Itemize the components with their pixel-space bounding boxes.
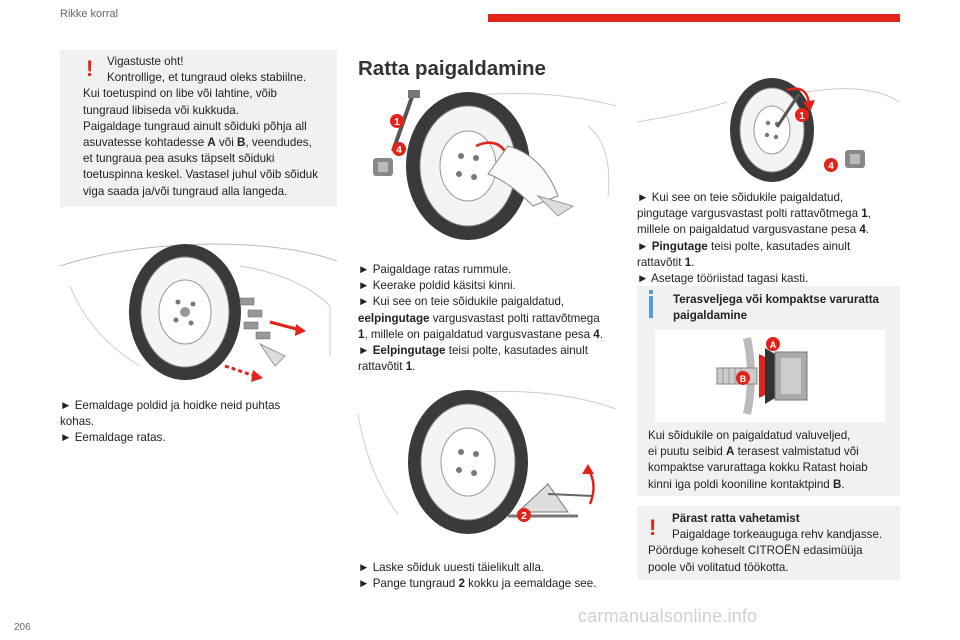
warning-line: tungraud libiseda või kukkuda. bbox=[83, 103, 239, 117]
step-text: ► Keerake poldid käsitsi kinni. bbox=[358, 279, 516, 293]
warning-line: Kui toetuspind on libe või lahtine, võib bbox=[83, 87, 278, 101]
page-number: 206 bbox=[14, 622, 31, 633]
callout-4-right: 4 bbox=[828, 161, 834, 172]
step-text: kohas. bbox=[60, 415, 95, 429]
section-title: Ratta paigaldamine bbox=[358, 57, 546, 80]
warning-line: et tungraua pea asuks täpselt sõiduki bbox=[83, 152, 275, 166]
step-text: ► Pange tungraud 2 kokku ja eemaldage se… bbox=[358, 577, 597, 591]
step-text: ► Laske sõiduk uuesti täielikult alla. bbox=[358, 561, 545, 574]
step-text: ► Eemaldage poldid ja hoidke neid puhtas bbox=[60, 399, 281, 412]
watermark: carmanualsonline.info bbox=[578, 606, 758, 626]
step-text: ► Asetage tööriistad tagasi kasti. bbox=[637, 272, 809, 286]
callout-A: A bbox=[770, 340, 777, 350]
warning-box-after-change: ! Pärast ratta vahetamist Paigaldage tor… bbox=[637, 506, 900, 580]
callout-B: B bbox=[740, 374, 747, 384]
warning-2-title: Pärast ratta vahetamist bbox=[672, 512, 800, 525]
step-text: ► Eelpingutage teisi polte, kasutades ai… bbox=[358, 344, 588, 358]
right-steps: ► Kui see on teie sõidukile paigaldatud,… bbox=[637, 190, 900, 287]
info-icon bbox=[649, 290, 653, 318]
warning-line: toetuspinna keskel. Vastasel juhul võib … bbox=[83, 168, 319, 182]
callout-1-right: 1 bbox=[799, 111, 805, 122]
warning-2-text: Pärast ratta vahetamist Paigaldage torke… bbox=[648, 511, 898, 576]
step-text: pingutage vargusvastast polti rattavõtme… bbox=[637, 207, 871, 221]
warning-line: asuvatesse kohtadesse A või B, veendudes… bbox=[83, 136, 312, 150]
warning-box-jack: ! Vigastuste oht! Kontrollige, et tungra… bbox=[60, 50, 337, 207]
info-title: Terasveljega või kompaktse varuratta pai… bbox=[673, 293, 879, 323]
callout-2: 2 bbox=[521, 511, 527, 522]
step-text: rattavõtit 1. bbox=[358, 360, 416, 374]
header-accent-bar bbox=[488, 14, 900, 22]
warning-line: viga saada ja/või tungraud alla langeda. bbox=[83, 184, 288, 198]
warning-text: Vigastuste oht! Kontrollige, et tungraud… bbox=[83, 54, 333, 200]
illustration-tighten-bolts: 1 4 bbox=[637, 72, 900, 182]
warning-icon: ! bbox=[86, 56, 94, 81]
step-text: ► Eemaldage ratas. bbox=[60, 431, 166, 445]
step-text: 1, millele on paigaldatud vargusvastane … bbox=[358, 327, 603, 341]
running-header: Rikke korral bbox=[60, 8, 119, 20]
callout-1: 1 bbox=[394, 117, 400, 128]
step-text: ► Paigaldage ratas rummule. bbox=[358, 263, 512, 276]
illustration-bolt-washer: A B bbox=[655, 330, 885, 422]
info-box-steel-rim: Terasveljega või kompaktse varuratta pai… bbox=[637, 286, 900, 496]
step-text: ► Pingutage teisi polte, kasutades ainul… bbox=[637, 239, 851, 253]
warning-line: Kontrollige, et tungraud oleks stabiilne… bbox=[107, 71, 307, 85]
step-text: ► Kui see on teie sõidukile paigaldatud, bbox=[637, 191, 844, 204]
warning-line: Paigaldage tungraud ainult sõiduki põhja… bbox=[83, 119, 307, 133]
step-text: ► Kui see on teie sõidukile paigaldatud, bbox=[358, 295, 565, 309]
info-text: Kui sõidukile on paigaldatud valuveljed,… bbox=[648, 429, 868, 491]
warning-icon-2: ! bbox=[649, 515, 657, 540]
illustration-remove-wheel bbox=[60, 226, 337, 386]
step-text: millele on paigaldatud vargusvastane pes… bbox=[637, 223, 870, 237]
callout-4: 4 bbox=[396, 145, 402, 156]
mid-steps: ► Paigaldage ratas rummule. ► Keerake po… bbox=[358, 262, 620, 375]
step-text: eelpingutage vargusvastast polti rattavõ… bbox=[358, 311, 600, 325]
mid-steps-2: ► Laske sõiduk uuesti täielikult alla. ►… bbox=[358, 560, 620, 592]
left-steps: ► Eemaldage poldid ja hoidke neid puhtas… bbox=[60, 398, 337, 447]
illustration-lower-vehicle: 2 bbox=[358, 384, 616, 544]
illustration-fit-wheel: 1 4 bbox=[358, 86, 616, 246]
step-text: rattavõtit 1. bbox=[637, 255, 695, 269]
warning-title: Vigastuste oht! bbox=[107, 55, 184, 68]
